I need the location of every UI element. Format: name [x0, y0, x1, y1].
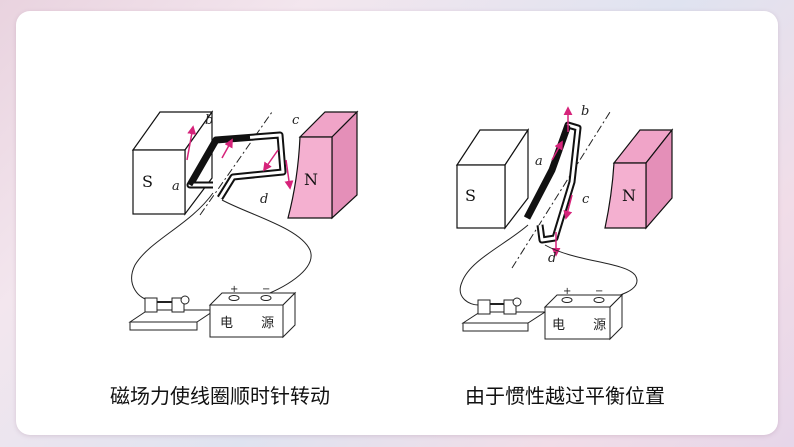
- left-switch: [128, 295, 217, 331]
- right-n-magnet: N: [604, 128, 674, 230]
- left-rotation-axis: [199, 111, 273, 216]
- right-n-label: N: [622, 186, 636, 205]
- left-n-label: N: [304, 170, 318, 189]
- left-power-supply: + − 电 源: [208, 284, 297, 339]
- right-plus-sign: +: [563, 286, 571, 297]
- right-label-d: d: [548, 251, 556, 266]
- right-coil: [523, 121, 582, 244]
- left-label-b: b: [205, 113, 213, 128]
- right-power-supply: + − 电 源: [543, 286, 624, 341]
- left-wire-2: [221, 199, 312, 297]
- right-wire-1: [459, 224, 529, 306]
- right-rotation-axis: [511, 111, 611, 269]
- left-force-arrow-a: [186, 125, 197, 161]
- right-s-label: S: [465, 186, 476, 205]
- left-coil: [186, 131, 287, 200]
- right-switch: [461, 297, 547, 332]
- right-label-a: a: [535, 154, 543, 169]
- left-wire-1: [131, 192, 214, 301]
- left-label-d: d: [260, 192, 268, 207]
- right-caption: 由于惯性越过平衡位置: [465, 384, 665, 408]
- left-plus-sign: +: [230, 284, 238, 295]
- left-label-c: c: [292, 113, 300, 128]
- right-minus-sign: −: [595, 286, 603, 297]
- right-wire-2: [544, 244, 638, 301]
- left-current-arrow-cd: [262, 149, 279, 172]
- right-figure: S N a b c d: [455, 104, 674, 341]
- left-caption: 磁场力使线圈顺时针转动: [110, 384, 330, 408]
- right-current-arrow-ab: [551, 140, 563, 161]
- left-power-label: 电 源: [220, 316, 286, 331]
- left-label-a: a: [172, 179, 180, 194]
- left-figure: S N a b c d: [128, 110, 359, 339]
- left-minus-sign: −: [262, 284, 270, 295]
- right-s-magnet: S: [455, 127, 530, 230]
- left-s-label: S: [142, 172, 153, 191]
- right-current-arrow-cd: [563, 194, 573, 220]
- left-force-arrow-d: [284, 159, 294, 190]
- right-label-c: c: [582, 192, 590, 207]
- right-power-label: 电 源: [552, 318, 618, 333]
- left-current-arrow-ab: [221, 138, 233, 159]
- left-n-magnet: N: [287, 110, 359, 220]
- right-label-b: b: [581, 104, 589, 119]
